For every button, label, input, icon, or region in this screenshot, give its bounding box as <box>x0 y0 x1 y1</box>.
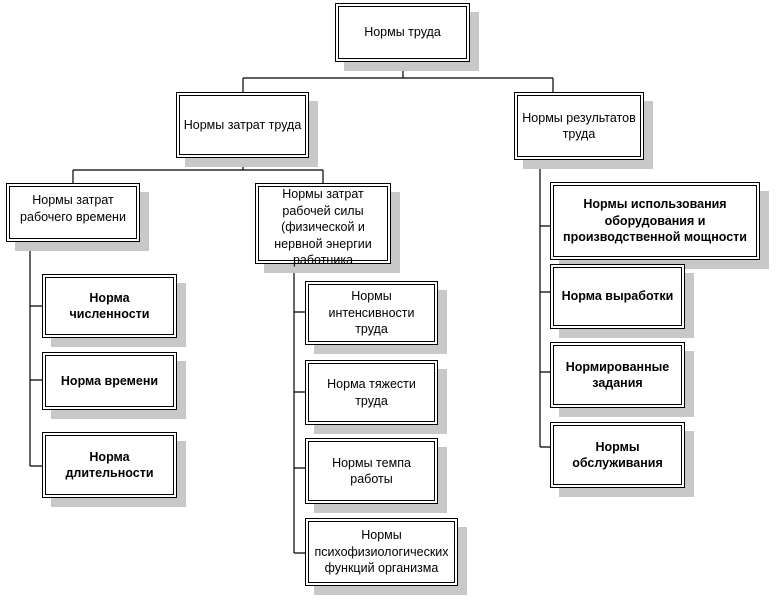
node-normalized-tasks: Нормированные задания <box>550 342 694 417</box>
node-equipment-usage-norms-label: Нормы использования оборудования и произ… <box>550 182 760 260</box>
node-labor-force-norms: Нормы затрат рабочей силы (физической и … <box>255 183 400 273</box>
node-output-norm-label: Норма выработки <box>550 264 685 329</box>
node-labor-force-norms-label: Нормы затрат рабочей силы (физической и … <box>255 183 391 267</box>
node-equipment-usage-norms: Нормы использования оборудования и произ… <box>550 182 769 269</box>
node-intensity-norms: Нормы интенсивности труда <box>305 281 447 354</box>
node-labor-cost-norms: Нормы затрат труда <box>176 92 318 167</box>
node-duration-norm-label: Норма длительности <box>42 432 177 498</box>
node-labor-result-norms-label: Нормы результатов труда <box>514 92 644 160</box>
node-work-time-norms-label: Нормы затрат рабочего времени <box>6 183 140 242</box>
node-duration-norm: Норма длительности <box>42 432 186 507</box>
node-output-norm: Норма выработки <box>550 264 694 338</box>
node-pace-norms-label: Нормы темпа работы <box>305 438 438 504</box>
node-time-norm-label: Норма времени <box>42 352 177 410</box>
node-headcount-norm: Норма численности <box>42 274 186 347</box>
node-service-norms: Нормы обслуживания <box>550 422 694 497</box>
node-intensity-norms-label: Нормы интенсивности труда <box>305 281 438 345</box>
node-labor-cost-norms-label: Нормы затрат труда <box>176 92 309 158</box>
node-root: Нормы труда <box>335 3 479 71</box>
node-psychophysiological-norms: Нормы психофизиологических функций орган… <box>305 518 467 595</box>
node-headcount-norm-label: Норма численности <box>42 274 177 338</box>
node-work-time-norms: Нормы затрат рабочего времени <box>6 183 149 251</box>
node-normalized-tasks-label: Нормированные задания <box>550 342 685 408</box>
node-labor-result-norms: Нормы результатов труда <box>514 92 653 169</box>
node-psychophysiological-norms-label: Нормы психофизиологических функций орган… <box>305 518 458 586</box>
node-service-norms-label: Нормы обслуживания <box>550 422 685 488</box>
node-time-norm: Норма времени <box>42 352 186 419</box>
node-pace-norms: Нормы темпа работы <box>305 438 447 513</box>
node-severity-norm: Норма тяжести труда <box>305 360 447 434</box>
node-root-label: Нормы труда <box>335 3 470 62</box>
node-severity-norm-label: Норма тяжести труда <box>305 360 438 425</box>
